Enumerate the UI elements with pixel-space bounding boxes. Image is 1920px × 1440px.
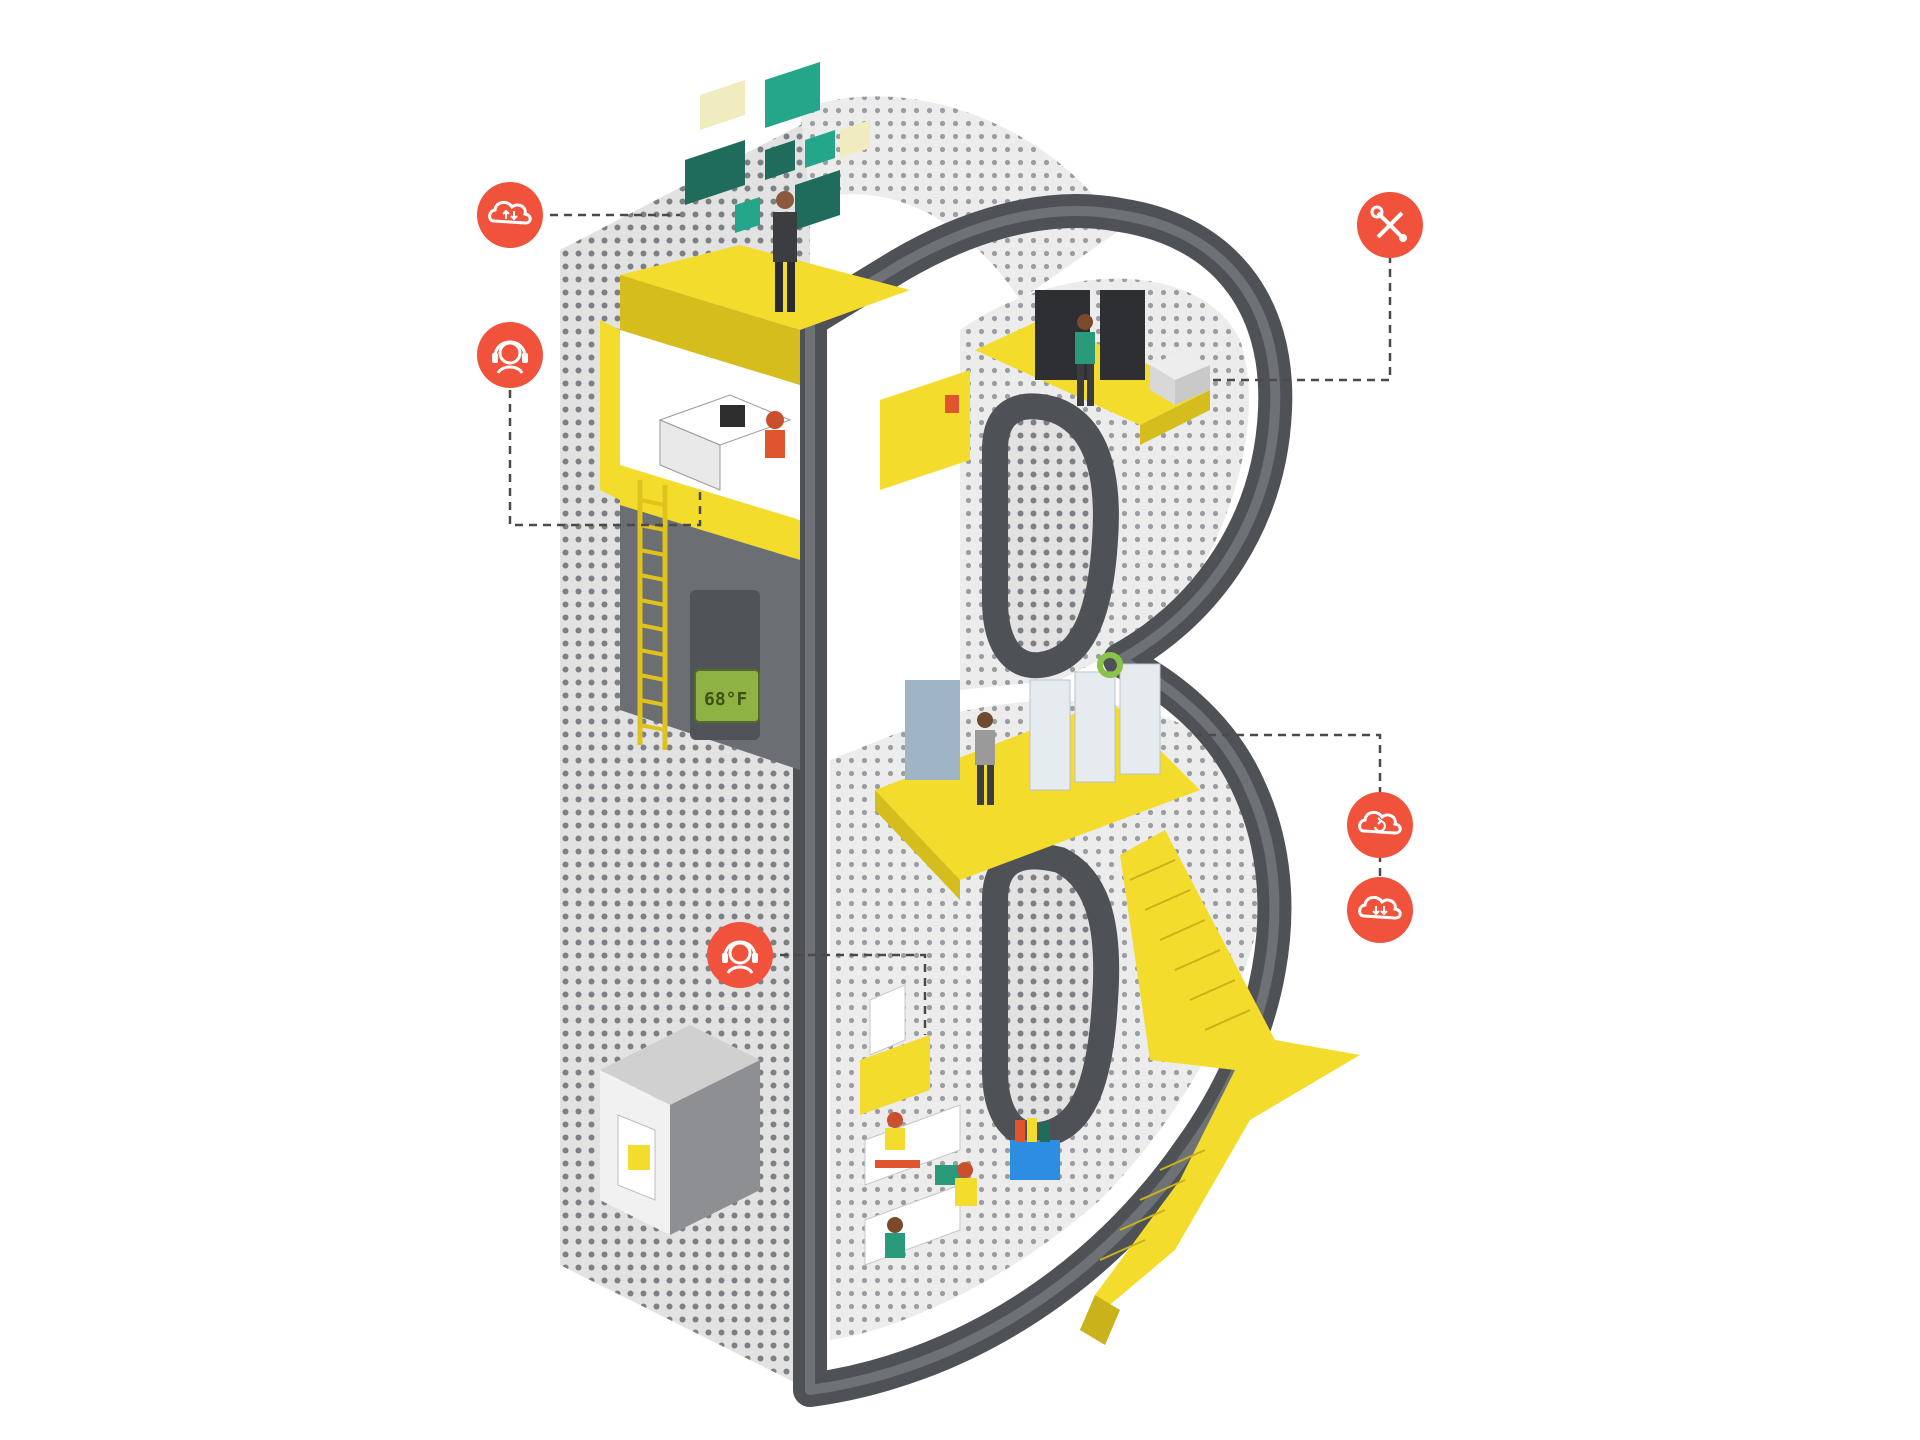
- ethernet-port-icon: [628, 1145, 650, 1170]
- connector-tools: [1210, 255, 1392, 382]
- headset-agent-icon[interactable]: [707, 922, 773, 988]
- cloud-download-icon[interactable]: [1347, 877, 1413, 943]
- thermostat-display: [694, 669, 760, 723]
- yellow-staircase: [1080, 830, 1360, 1345]
- ladder: [637, 480, 668, 750]
- headset-agent-icon[interactable]: [477, 322, 543, 388]
- floating-app-tiles: [685, 62, 870, 233]
- connector-support-bottom: [780, 953, 927, 1035]
- connector-cloud-refresh: [1195, 733, 1382, 795]
- connector-support-top: [508, 390, 702, 527]
- thermostat-reading: 68°F: [704, 689, 747, 710]
- middle-storage-racks: [875, 652, 1200, 900]
- cloud-refresh-icon[interactable]: [1347, 792, 1413, 858]
- cloud-upload-download-icon[interactable]: [477, 182, 543, 248]
- person-on-roof: [773, 191, 797, 312]
- network-jack-box: [600, 1025, 760, 1235]
- upper-cutaway: 68°F: [600, 245, 910, 770]
- upper-server-room: [880, 290, 1210, 490]
- bottom-call-center: [860, 984, 1060, 1266]
- wrench-screwdriver-icon[interactable]: [1357, 192, 1423, 258]
